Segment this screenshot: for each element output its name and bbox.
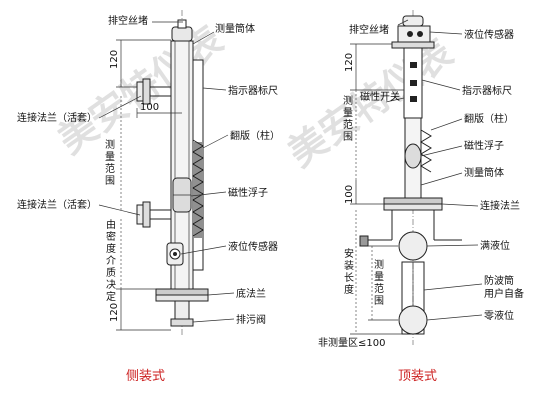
top-label-conn-flange: 连接法兰 <box>480 199 520 212</box>
top-label-flap: 翻版（柱） <box>464 112 514 125</box>
top-range-4: 围 <box>343 131 353 143</box>
top-range-3: 范 <box>343 118 353 131</box>
side-label-flap: 翻版（柱） <box>230 129 280 142</box>
side-medium-label-7: 定 <box>106 290 116 303</box>
top-caption: 顶装式 <box>398 369 437 384</box>
side-dim-bottom: 120 <box>109 303 120 322</box>
side-medium-label-4: 介 <box>106 255 116 267</box>
top-label-float: 磁性浮子 <box>464 139 504 152</box>
side-label-bottom-flange: 底法兰 <box>236 287 266 300</box>
top-label-zero: 零液位 <box>484 309 514 322</box>
side-medium-label-5: 质 <box>106 267 116 279</box>
side-medium-label-2: 密 <box>106 230 116 243</box>
side-mount-drawing: 120 100 120 测 量 范 围 由 密 度 介 质 决 定 <box>17 10 280 384</box>
side-label-indicator: 指示器标尺 <box>228 84 278 97</box>
top-dim-mid: 100 <box>344 185 355 204</box>
top-label-switch: 磁性开关 <box>360 90 400 103</box>
top-label-non-measure: 非测量区≤100 <box>318 336 385 349</box>
side-label-vent-plug: 排空丝堵 <box>108 14 148 27</box>
top-label-wave-tube-1: 防波筒 <box>484 274 514 287</box>
top-range2-2: 量 <box>374 271 384 283</box>
top-install-4: 度 <box>344 283 354 296</box>
side-dim-horizontal: 100 <box>140 102 159 113</box>
top-install-3: 长 <box>344 272 354 284</box>
side-range-label-4: 围 <box>105 175 115 187</box>
top-label-full: 满液位 <box>480 239 510 252</box>
side-range-label-2: 量 <box>105 151 115 163</box>
side-label-drain-valve: 排污阀 <box>236 313 266 326</box>
side-caption: 侧装式 <box>126 369 165 384</box>
side-range-label-3: 范 <box>105 162 115 175</box>
side-label-tube: 测量筒体 <box>215 22 255 35</box>
top-label-tube: 测量筒体 <box>464 166 504 179</box>
side-label-float: 磁性浮子 <box>228 186 268 199</box>
side-range-label-1: 测 <box>105 138 115 151</box>
top-range2-3: 范 <box>374 282 384 295</box>
top-install-1: 安 <box>344 247 354 260</box>
top-label-indicator: 指示器标尺 <box>462 84 512 97</box>
top-range-1: 测 <box>343 94 353 107</box>
side-medium-label-1: 由 <box>106 218 116 231</box>
top-install-2: 装 <box>344 259 354 272</box>
top-range2-4: 围 <box>374 295 384 307</box>
side-medium-label-6: 决 <box>106 279 116 291</box>
top-range-2: 量 <box>343 107 353 119</box>
top-label-wave-tube-2: 用户自备 <box>484 287 524 300</box>
side-label-conn-flange-bottom: 连接法兰（活套） <box>17 198 97 211</box>
top-range2-1: 测 <box>374 258 384 271</box>
side-label-sensor: 液位传感器 <box>228 240 278 253</box>
top-label-vent-plug: 排空丝堵 <box>349 23 389 36</box>
top-mount-drawing: 120 100 测 量 范 围 安 装 长 度 测 量 范 围 <box>318 10 524 384</box>
top-dim-top: 120 <box>344 53 355 72</box>
side-medium-label-3: 度 <box>106 242 116 255</box>
side-dim-top: 120 <box>109 50 120 69</box>
side-label-conn-flange-top: 连接法兰（活套） <box>17 111 97 124</box>
top-label-sensor: 液位传感器 <box>464 28 514 41</box>
